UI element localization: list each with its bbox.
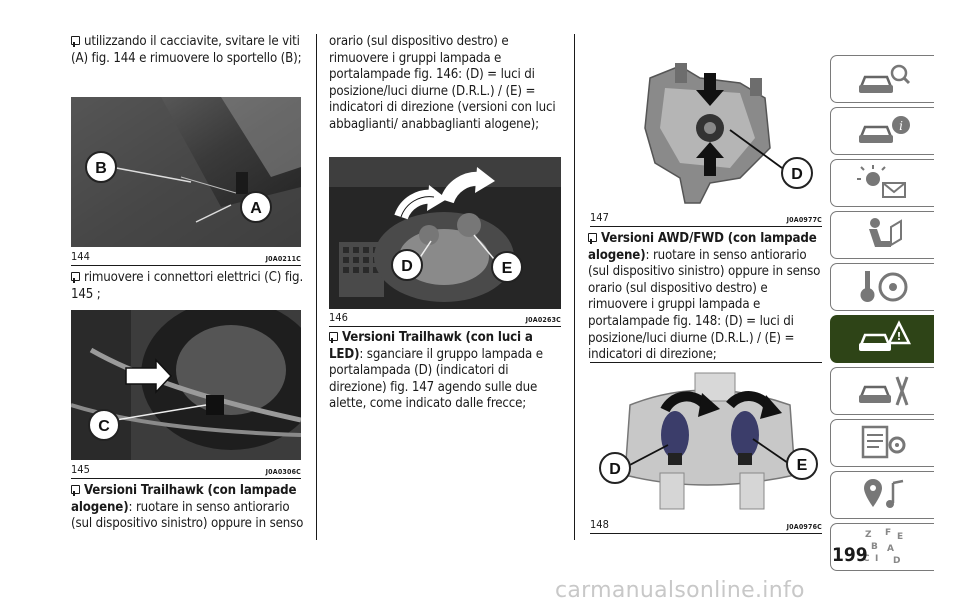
label-d: D	[791, 166, 803, 183]
figure-144: B A	[71, 97, 301, 247]
figure-code: J0A0263C	[525, 316, 561, 324]
bullet-icon	[588, 233, 597, 244]
tab-key-steering[interactable]	[830, 263, 934, 311]
key-steering-wheel-icon	[860, 271, 907, 302]
tab-seat-airbag[interactable]	[830, 211, 934, 259]
figure-144-photo: B A	[71, 97, 301, 247]
figure-number: 145	[71, 463, 90, 476]
column-divider-2	[574, 34, 575, 540]
caption-146: 146 J0A0263C	[329, 311, 561, 327]
figure-148: D E	[590, 365, 822, 515]
label-c: C	[98, 418, 110, 435]
seat-airbag-icon	[868, 218, 902, 247]
label-d: D	[401, 258, 413, 275]
svg-text:Z: Z	[865, 530, 872, 540]
tab-data-gear[interactable]	[830, 419, 934, 467]
svg-text:E: E	[897, 532, 903, 542]
label-b: B	[95, 160, 107, 177]
figure-top-rule	[590, 362, 822, 363]
tab-car-warning[interactable]: !	[830, 315, 934, 363]
bullet-icon	[71, 272, 80, 283]
figure-code: J0A0977C	[786, 216, 822, 224]
figure-code: J0A0211C	[265, 255, 301, 263]
figure-code: J0A0306C	[265, 468, 301, 476]
car-tools-icon	[858, 376, 908, 406]
figure-146-photo: D E	[329, 157, 561, 309]
light-message-icon	[856, 165, 906, 198]
svg-text:C: C	[863, 554, 870, 564]
svg-text:i: i	[899, 119, 903, 133]
figure-148-photo: D E	[590, 365, 822, 515]
caption-145: 145 J0A0306C	[71, 463, 301, 479]
page-number: 199	[832, 544, 868, 566]
car-info-icon: i	[858, 116, 910, 143]
bullet-icon	[71, 485, 80, 496]
figure-code: J0A0976C	[786, 523, 822, 531]
svg-text:!: !	[896, 330, 901, 343]
paragraph-c1-1: utilizzando il cacciavite, svitare le vi…	[71, 34, 302, 66]
label-e: E	[797, 457, 808, 474]
figure-number: 146	[329, 311, 348, 324]
tab-car-search[interactable]	[830, 55, 934, 103]
paragraph-c1-2: rimuovere i connettori elettrici (C) fig…	[71, 270, 304, 302]
paragraph-c2-1: orario (sul dispositivo destro) e rimuov…	[329, 34, 556, 132]
car-search-icon	[858, 64, 910, 93]
data-gear-icon	[861, 425, 905, 459]
figure-145-photo: C	[71, 310, 301, 460]
label-d: D	[609, 461, 621, 478]
tab-light-message[interactable]	[830, 159, 934, 207]
tab-map-music[interactable]	[830, 471, 934, 519]
paragraph-c2-2: Versioni Trailhawk (con luci a LED): sga…	[329, 330, 543, 412]
column-divider-1	[316, 34, 317, 540]
tab-car-info[interactable]: i	[830, 107, 934, 155]
caption-144: 144 J0A0211C	[71, 250, 301, 266]
figure-147-photo: D	[590, 58, 822, 208]
label-a: A	[250, 200, 262, 217]
figure-number: 144	[71, 250, 90, 263]
map-music-icon	[863, 479, 903, 508]
figure-number: 148	[590, 518, 609, 531]
figure-145: C	[71, 310, 301, 460]
paragraph-c3-1: Versioni AWD/FWD (con lampade alogene): …	[588, 231, 821, 363]
bullet-icon	[71, 36, 80, 47]
label-e: E	[502, 260, 513, 277]
svg-text:B: B	[871, 542, 878, 552]
paragraph-c1-3: Versioni Trailhawk (con lampade alogene)…	[71, 483, 304, 532]
car-warning-icon: !	[858, 320, 911, 351]
figure-147: D	[590, 58, 822, 208]
figure-number: 147	[590, 211, 609, 224]
bullet-icon	[329, 332, 338, 343]
figure-146: D E	[329, 157, 561, 309]
svg-text:D: D	[893, 556, 900, 566]
caption-148: 148 J0A0976C	[590, 518, 822, 534]
svg-text:F: F	[885, 528, 891, 538]
svg-text:A: A	[887, 544, 894, 554]
tab-car-tools[interactable]	[830, 367, 934, 415]
caption-147: 147 J0A0977C	[590, 211, 822, 227]
watermark: carmanualsonline.info	[555, 578, 805, 603]
svg-text:I: I	[875, 554, 878, 564]
